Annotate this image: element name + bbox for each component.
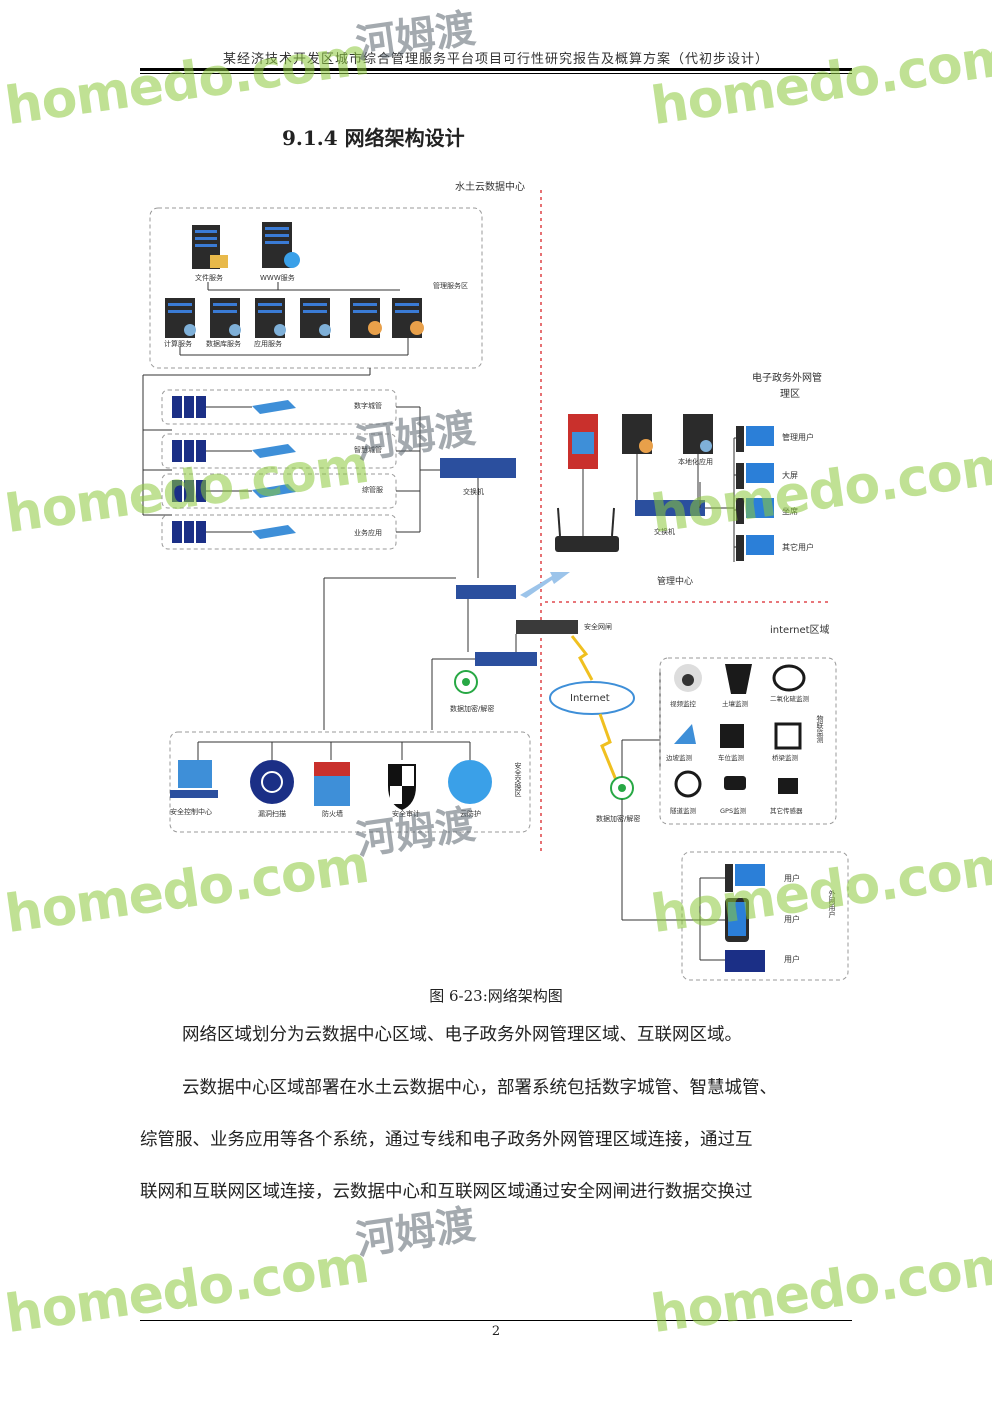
local-app-label: 本地化应用: [678, 457, 713, 466]
border-router-icon: [456, 585, 516, 599]
mgmt-zone-label: 管理服务区: [433, 281, 468, 290]
switch2-label: 交换机: [654, 527, 675, 536]
db-server-label: 数据库服务: [206, 339, 241, 348]
internet-label: Internet: [570, 693, 610, 704]
user2-label: 用户: [784, 914, 800, 924]
internet-link-bolt-top: [570, 635, 594, 681]
body-paragraph-2-line1: 云数据中心区域部署在水土云数据中心，部署系统包括数字城管、智慧城管、: [182, 1078, 777, 1098]
egov-firewall-icon: [568, 414, 598, 469]
watermark-text: homedo.com: [1, 26, 373, 138]
switch1-label: 交换机: [463, 487, 484, 496]
file-server-label: 文件服务: [195, 273, 223, 282]
bridge-label: 桥梁监测: [772, 753, 799, 762]
section-title: 9.1.4 网络架构设计: [282, 126, 465, 150]
egov-zone-label-line1: 电子政务外网管: [752, 371, 822, 384]
user1-label: 用户: [784, 873, 800, 883]
gps-label: GPS监测: [720, 806, 747, 815]
watermark: homedo.com: [648, 27, 992, 137]
body-paragraph-2-line2: 综管服、业务应用等各个系统，通过专线和电子政务外网管理区域连接，通过互: [140, 1130, 753, 1150]
sec-ctrl-label: 安全控制中心: [170, 807, 212, 816]
www-server-icon: [262, 222, 300, 268]
soil-label: 土壤监测: [722, 699, 749, 708]
cloud-guard-icon: [448, 760, 492, 804]
body-paragraph-2-line3: 联网和互联网区域连接，云数据中心和互联网区域通过安全网闸进行数据交换过: [140, 1182, 753, 1202]
exchange-switch-icon: [475, 652, 537, 666]
iot-sensor-icons: [674, 664, 806, 798]
internet-zone-label: internet区域: [770, 623, 830, 636]
user3-label: 用户: [784, 954, 800, 964]
egov-switch-icon: [635, 500, 705, 516]
www-server-label: WWW服务: [260, 273, 295, 282]
firewall-label: 防火墙: [322, 809, 343, 818]
vuln-scan-icon: [250, 760, 294, 804]
encrypt2-label: 数据加密/解密: [596, 814, 640, 823]
watermark-cn-text: 河姆渡: [352, 1201, 479, 1265]
smart-city-label: 智慧城管: [354, 445, 382, 454]
body-paragraph-1: 网络区域划分为云数据中心区域、电子政务外网管理区域、互联网区域。: [182, 1025, 742, 1045]
app-server-label: 应用服务: [254, 339, 282, 348]
header-rule-thin: [140, 73, 852, 74]
page-number: 2: [491, 1324, 501, 1339]
network-architecture-diagram: 水土云数据中心 管理服务区 文件服务 WWW服务 计算服务 数据库服务 应用服务: [142, 180, 849, 981]
security-gate-icon: [516, 620, 578, 634]
vuln-scan-label: 漏洞扫描: [258, 809, 286, 818]
sec-audit-label: 安全审计: [392, 809, 420, 818]
so2-label: 二氧化硫监测: [770, 694, 810, 703]
ext-user-label: 外网用户: [828, 889, 836, 919]
sec-ctrl-icon: [170, 760, 218, 798]
header-rule-thick: [140, 68, 852, 71]
ext-user-devices: [725, 864, 765, 972]
compute-server-label: 计算服务: [164, 339, 192, 348]
video-label: 视频监控: [670, 699, 697, 708]
security-gate-label: 安全网闸: [584, 622, 612, 631]
file-server-icon: [192, 225, 228, 269]
watermark-text: homedo.com: [647, 26, 992, 138]
other-sensor-label: 其它传感器: [770, 806, 803, 815]
figure-caption: 图 6-23:网络架构图: [429, 987, 563, 1005]
seat-label: 坐席: [782, 506, 798, 516]
sec-exchange-label: 安全交换区: [514, 761, 522, 797]
iot-zone-label: 物联监测: [816, 714, 824, 744]
iot-zone-box: [659, 657, 837, 825]
wireless-link-icon: [520, 572, 570, 598]
slope-label: 边坡监测: [666, 753, 693, 762]
firewall-icon: [314, 762, 350, 806]
mgmt-user-label: 管理用户: [782, 432, 814, 442]
mgmt-zone-box: [149, 207, 483, 369]
running-header: 某经济技术开发区城市综合管理服务平台项目可行性研究报告及概算方案（代初步设计）: [222, 52, 769, 67]
egov-user-pcs: [736, 426, 774, 561]
big-screen-label: 大屏: [782, 470, 798, 480]
sec-exchange-zone-box: [169, 731, 531, 833]
egov-zone-label-line2: 理区: [780, 388, 800, 400]
other-user-label: 其它用户: [782, 542, 814, 552]
parking-label: 车位监测: [718, 753, 745, 762]
ext-user-zone-box: [681, 851, 849, 981]
router-icon: [555, 536, 619, 552]
cloud-dc-label: 水土云数据中心: [455, 180, 525, 193]
business-app-label: 业务应用: [354, 528, 382, 537]
mgmt-center-label: 管理中心: [657, 575, 693, 587]
core-switch-icon: [440, 458, 516, 478]
tunnel-label: 隧道监测: [670, 806, 697, 815]
digital-city-label: 数字城管: [354, 401, 382, 410]
integrated-label: 综管服: [362, 485, 383, 494]
encrypt1-label: 数据加密/解密: [450, 704, 494, 713]
cloud-guard-label: 云防护: [460, 809, 481, 818]
server-row: [165, 298, 424, 338]
app-zone-rows: [143, 389, 397, 550]
internet-cloud-icon: [549, 681, 635, 715]
internet-link-bolt-bottom: [598, 713, 618, 781]
footer-rule: [140, 1320, 852, 1321]
watermark: homedo.com: [2, 27, 372, 137]
